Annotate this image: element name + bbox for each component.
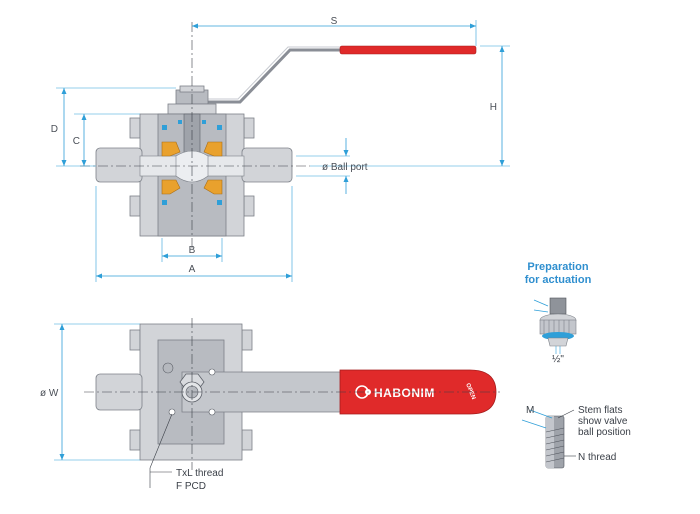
seal bbox=[162, 125, 167, 130]
section-view bbox=[80, 22, 477, 250]
label-m: M bbox=[526, 405, 534, 416]
top-handle-grip bbox=[339, 45, 477, 55]
bolt bbox=[243, 195, 255, 217]
label-h: H bbox=[490, 102, 497, 113]
label-ball-port: ø Ball port bbox=[322, 162, 368, 173]
label-d: D bbox=[51, 124, 58, 135]
bolt bbox=[243, 117, 255, 139]
mounting-hole bbox=[208, 368, 216, 376]
seal bbox=[178, 120, 182, 124]
dimension-h: H bbox=[310, 45, 510, 167]
label-w: ø W bbox=[40, 388, 59, 399]
pipe-end-right bbox=[241, 147, 293, 183]
seat bbox=[161, 179, 181, 195]
dimension-c: C bbox=[73, 113, 140, 166]
dimension-b: B bbox=[161, 238, 223, 262]
preparation-detail: Preparation for actuation ½" bbox=[525, 261, 592, 365]
stem-flats-detail: M Stem flats show valve ball position N … bbox=[521, 405, 631, 469]
callout-thread-pcd: TxL thread F PCD bbox=[149, 413, 223, 492]
seal bbox=[217, 125, 222, 130]
label-f-pcd: F PCD bbox=[176, 481, 206, 492]
prep-heading-2: for actuation bbox=[525, 274, 592, 286]
mounting-hole bbox=[208, 408, 216, 416]
open-label: OPEN bbox=[464, 383, 476, 401]
top-handle bbox=[190, 45, 477, 104]
dimension-a: A bbox=[95, 186, 293, 282]
pipe-end-left bbox=[95, 147, 143, 183]
label-stem-flats-3: ball position bbox=[578, 427, 631, 438]
dimension-w: ø W bbox=[40, 323, 140, 461]
label-n-thread: N thread bbox=[578, 452, 616, 463]
dimension-s: S bbox=[192, 16, 477, 46]
prep-heading-1: Preparation bbox=[527, 261, 588, 273]
prep-stem bbox=[549, 297, 567, 315]
bolt bbox=[241, 329, 253, 351]
bolt bbox=[129, 195, 141, 217]
label-txl-thread: TxL thread bbox=[176, 468, 223, 479]
seat bbox=[203, 179, 223, 195]
label-s: S bbox=[331, 16, 338, 27]
seal bbox=[217, 200, 222, 205]
mounting-hole bbox=[168, 408, 176, 416]
label-stem-flats-1: Stem flats bbox=[578, 405, 622, 416]
bolt bbox=[129, 329, 141, 351]
label-a: A bbox=[189, 264, 196, 275]
bolt bbox=[241, 429, 253, 451]
seal bbox=[162, 200, 167, 205]
bolt bbox=[129, 117, 141, 139]
bolt bbox=[129, 429, 141, 451]
label-b: B bbox=[189, 245, 196, 256]
plan-view: HABONIM OPEN bbox=[84, 318, 500, 470]
seat bbox=[161, 141, 181, 157]
seal bbox=[202, 120, 206, 124]
dimension-d: D bbox=[51, 87, 176, 167]
dimension-ball-port: ø Ball port bbox=[296, 138, 368, 194]
stop-pin bbox=[162, 362, 174, 374]
label-c: C bbox=[73, 136, 80, 147]
label-stem-flats-2: show valve bbox=[578, 416, 628, 427]
label-half-inch: ½" bbox=[552, 354, 564, 365]
seat bbox=[203, 141, 223, 157]
brand-name: HABONIM bbox=[374, 386, 435, 400]
